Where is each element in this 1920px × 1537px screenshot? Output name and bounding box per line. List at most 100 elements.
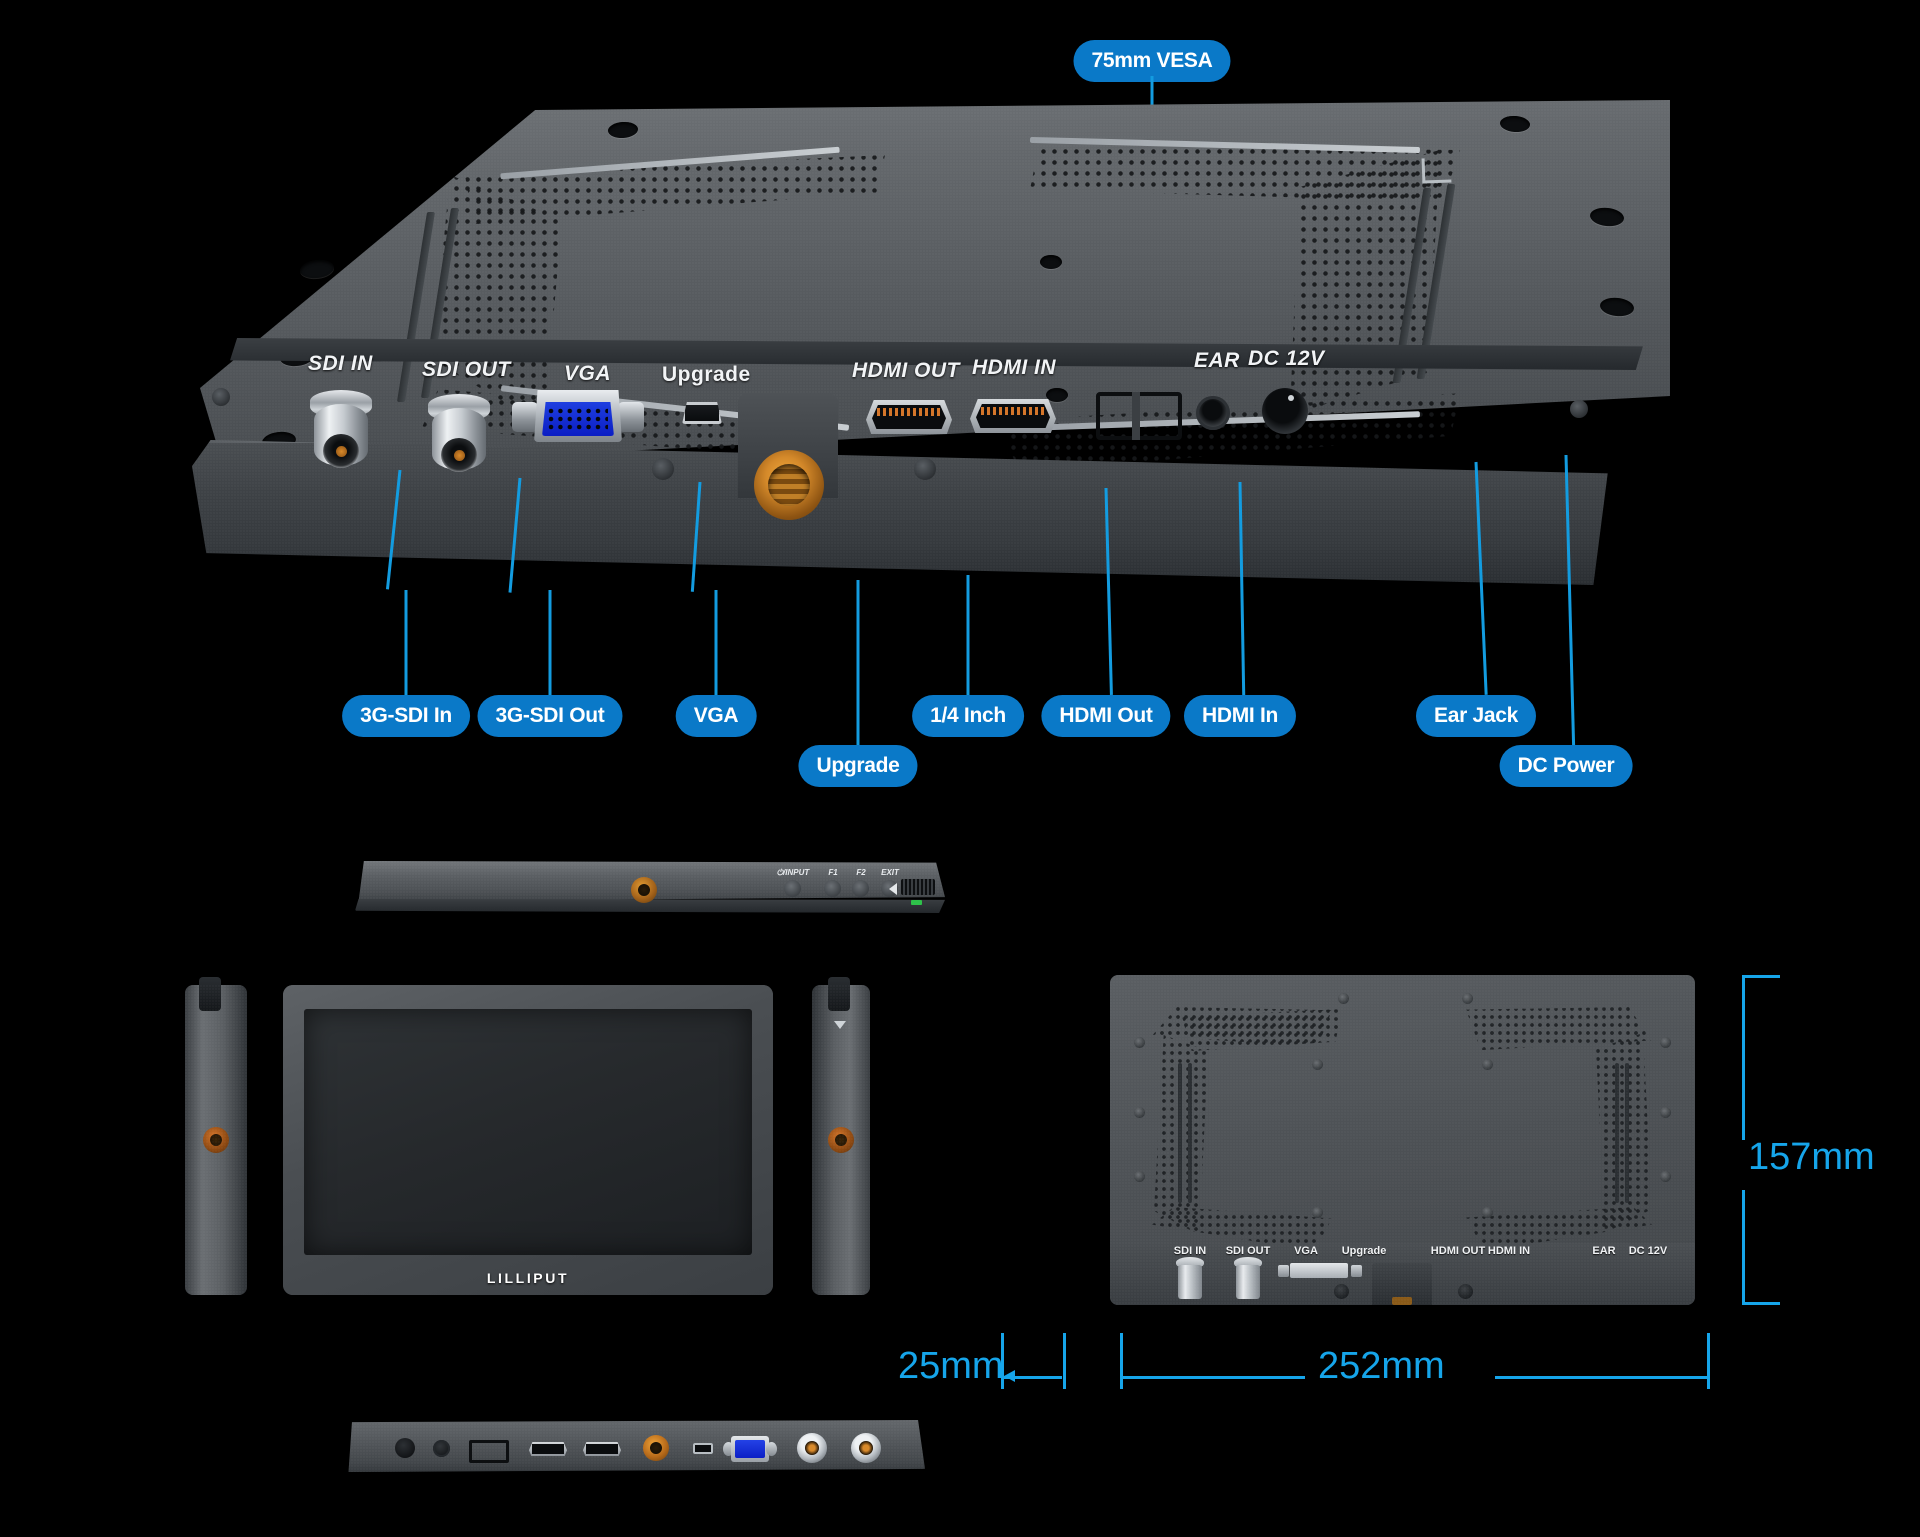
- dimline-height-lower: [1742, 1190, 1745, 1305]
- corner-screw-left: [212, 388, 230, 406]
- port-label-hdmi-out: HDMI OUT: [852, 359, 960, 382]
- vesa-hole-bottom: [1046, 388, 1068, 402]
- bottom-sdi-out-port[interactable]: [797, 1433, 827, 1463]
- callout-3g-sdi-in[interactable]: 3G-SDI In: [342, 695, 470, 737]
- port-label-ear: EAR: [1194, 349, 1240, 372]
- left-side-view: [185, 977, 247, 1295]
- hdmi-in-connector[interactable]: [970, 399, 1056, 433]
- callout-quarter-inch[interactable]: 1/4 Inch: [912, 695, 1024, 737]
- dimension-height: 157mm: [1748, 1136, 1875, 1178]
- ear-jack-connector[interactable]: [1196, 396, 1230, 430]
- bottom-edge-view: [345, 1420, 925, 1482]
- callout-vga[interactable]: VGA: [675, 695, 757, 737]
- rear-label-upgrade: Upgrade: [1341, 1245, 1387, 1257]
- callout-upgrade[interactable]: Upgrade: [798, 745, 918, 787]
- display-screen[interactable]: [304, 1009, 752, 1255]
- dimline-depth-right: [1063, 1333, 1066, 1389]
- vesa-hole-tr: [1482, 1059, 1493, 1070]
- upgrade-mini-usb-port[interactable]: [682, 402, 722, 424]
- bottom-upgrade-port[interactable]: [693, 1443, 713, 1454]
- bottom-edge-housing: [348, 1420, 925, 1472]
- port-label-sdi-in: SDI IN: [308, 352, 373, 375]
- bottom-hdmi-out-port[interactable]: [583, 1442, 621, 1456]
- callout-hdmi-in[interactable]: HDMI In: [1183, 695, 1297, 737]
- usb-slot[interactable]: [1096, 392, 1182, 440]
- sdi-out-bnc-connector[interactable]: [428, 394, 490, 480]
- rear-screw-5: [1660, 1107, 1671, 1118]
- rear-vent-tr: [1466, 1007, 1651, 1051]
- rear-screw-3: [1134, 1171, 1145, 1182]
- callout-3g-sdi-out[interactable]: 3G-SDI Out: [477, 695, 623, 737]
- rear-label-ear: EAR: [1592, 1245, 1616, 1257]
- rear-screw-port-a: [1334, 1284, 1349, 1299]
- vga-connector[interactable]: [512, 390, 644, 446]
- rear-view: SDI IN SDI OUT VGA Upgrade HDMI OUT HDMI…: [1110, 975, 1695, 1305]
- rear-tripod-mount: [1392, 1297, 1412, 1305]
- dc-power-connector[interactable]: [1262, 388, 1308, 434]
- rear-vent-bl: [1152, 1207, 1332, 1251]
- f2-button[interactable]: [852, 880, 869, 897]
- power-input-button[interactable]: [784, 880, 801, 897]
- panel-screw-right: [914, 458, 936, 480]
- leader-line-upgrade: [856, 580, 860, 750]
- rear-screw-6: [1660, 1171, 1671, 1182]
- dimtick-height-top: [1742, 975, 1780, 978]
- bottom-hdmi-in-port[interactable]: [529, 1442, 567, 1456]
- top-edge-lip: [355, 899, 945, 913]
- rear-label-vga: VGA: [1294, 1245, 1318, 1257]
- port-label-dc-12v: DC 12V: [1248, 347, 1325, 370]
- leader-line-sdi-in-b: [404, 590, 408, 695]
- dimline-width-b: [1495, 1376, 1710, 1379]
- bottom-usb-slot[interactable]: [469, 1440, 509, 1463]
- callout-hdmi-out[interactable]: HDMI Out: [1041, 695, 1171, 737]
- bottom-vga-port[interactable]: [723, 1436, 777, 1462]
- quarter-inch-tripod-mount[interactable]: [754, 450, 824, 520]
- rear-screw-1: [1134, 1037, 1145, 1048]
- bottom-dc-power-port[interactable]: [395, 1438, 415, 1458]
- callout-label: Upgrade: [816, 754, 900, 777]
- rear-screw-4: [1660, 1037, 1671, 1048]
- callout-75mm-vesa[interactable]: 75mm VESA: [1073, 40, 1231, 82]
- leader-line-quarter-inch: [966, 575, 970, 695]
- speaker-icon: [889, 883, 897, 895]
- port-label-sdi-out: SDI OUT: [422, 358, 511, 381]
- rear-screw-8: [1462, 993, 1473, 1004]
- hdmi-out-connector[interactable]: [866, 400, 952, 434]
- bottom-ear-jack-port[interactable]: [433, 1440, 450, 1457]
- chevron-down-icon: [834, 1021, 846, 1029]
- rear-label-dc: DC 12V: [1628, 1245, 1668, 1257]
- rear-vga-connector[interactable]: [1290, 1263, 1348, 1278]
- rear-rail-right-b: [1625, 1063, 1629, 1203]
- right-side-tripod-mount[interactable]: [828, 1127, 854, 1153]
- port-label-vga: VGA: [564, 362, 612, 385]
- callout-ear-jack[interactable]: Ear Jack: [1415, 695, 1537, 737]
- rear-label-hdmi-out: HDMI OUT: [1430, 1245, 1486, 1257]
- rear-label-sdi-in: SDI IN: [1173, 1245, 1207, 1257]
- rear-rail-left-b: [1188, 1063, 1192, 1203]
- right-side-top-tab: [828, 977, 850, 1011]
- brand-logo: LILLIPUT: [486, 1270, 570, 1286]
- dimline-height-upper: [1742, 975, 1745, 1140]
- top-tripod-mount[interactable]: [631, 877, 657, 903]
- corner-mark: [1421, 157, 1452, 184]
- dimension-width: 252mm: [1318, 1345, 1445, 1387]
- panel-screw-left: [652, 458, 674, 480]
- rear-rail-right-a: [1615, 1063, 1619, 1203]
- callout-label: 75mm VESA: [1091, 49, 1213, 72]
- dimension-depth: 25mm: [898, 1345, 1004, 1387]
- rear-sdi-out-connector[interactable]: [1234, 1257, 1262, 1303]
- rear-vent-tl-b: [1182, 1009, 1342, 1051]
- left-side-tripod-mount[interactable]: [203, 1127, 229, 1153]
- callout-dc-power[interactable]: DC Power: [1499, 745, 1633, 787]
- rear-port-strip: [1110, 1243, 1695, 1305]
- rear-vent-left: [1154, 1035, 1208, 1235]
- f1-button[interactable]: [824, 880, 841, 897]
- dimarrow-depth: [1004, 1376, 1062, 1379]
- rear-sdi-in-connector[interactable]: [1176, 1257, 1204, 1303]
- rear-vent-tl-a: [1152, 1007, 1332, 1047]
- leader-line-vga-b: [714, 590, 718, 695]
- bottom-sdi-in-port[interactable]: [851, 1433, 881, 1463]
- corner-screw-right: [1570, 400, 1588, 418]
- bottom-tripod-mount[interactable]: [643, 1435, 669, 1461]
- sdi-in-bnc-connector[interactable]: [310, 390, 372, 476]
